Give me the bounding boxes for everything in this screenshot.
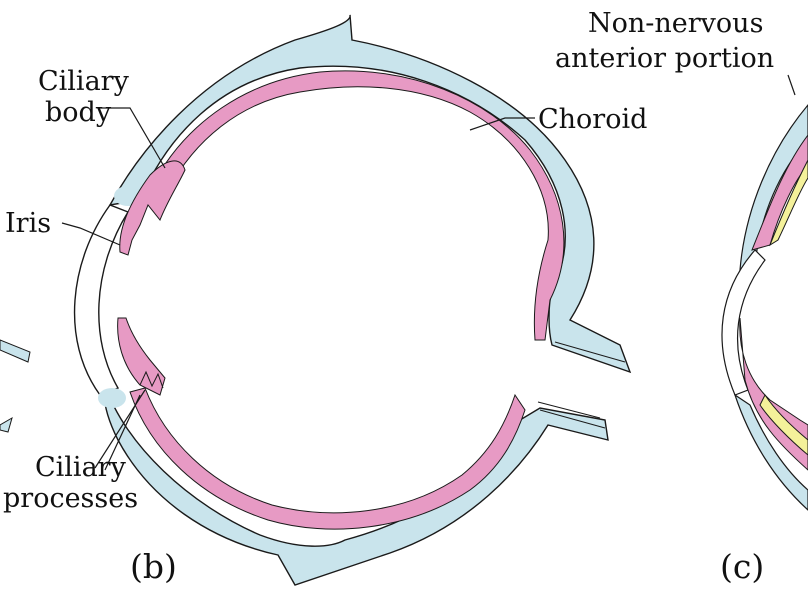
sclera-lower xyxy=(104,385,608,585)
label-panel-b: (b) xyxy=(130,547,177,586)
eye-a-fragment xyxy=(0,340,30,432)
eye-b xyxy=(75,15,630,585)
label-ciliary-processes-line2: processes xyxy=(3,483,138,514)
cornea xyxy=(75,205,128,395)
label-choroid: Choroid xyxy=(538,104,647,135)
label-panel-c: (c) xyxy=(720,547,764,586)
eye-c-fragment xyxy=(722,105,808,510)
limbus-lower xyxy=(98,388,126,408)
label-ciliary-processes-line1: Ciliary xyxy=(35,452,127,483)
label-non-nervous-line1: Non-nervous xyxy=(588,8,763,39)
label-ciliary-body-line2: body xyxy=(45,97,112,128)
label-ciliary-body-line1: Ciliary xyxy=(38,66,130,97)
label-iris: Iris xyxy=(5,208,51,239)
label-non-nervous-line2: anterior portion xyxy=(555,43,774,74)
iris-lower xyxy=(118,318,165,395)
leader-non-nervous xyxy=(788,75,795,95)
